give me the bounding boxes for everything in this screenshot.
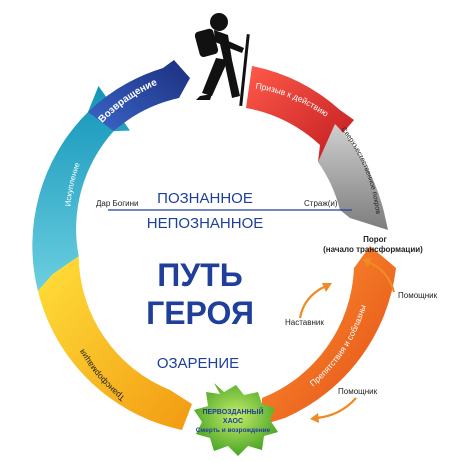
helper-bottom-label: Помощник: [338, 387, 378, 396]
known-label: ПОЗНАННОЕ: [157, 190, 253, 207]
chaos-label-line3: Смерть и возрождение: [196, 427, 271, 434]
title-line2: ГЕРОЯ: [146, 295, 254, 331]
helper-top-label: Помощник: [398, 291, 438, 300]
helper-top-arrow: [367, 260, 396, 293]
chaos-label-line1: ПЕРВОЗДАННЫЙ: [202, 407, 263, 416]
threshold-label-line2: (начало трансформации): [323, 245, 423, 254]
mentor-arrow: [298, 284, 327, 319]
insight-label: ОЗАРЕНИЕ: [157, 355, 239, 372]
helper-bottom-arrow: [315, 397, 357, 420]
stage-segment-atonement: [32, 86, 130, 291]
stage-segment-trials: [262, 246, 396, 425]
stage-segment-return: [88, 60, 190, 132]
chaos-star: [194, 383, 278, 456]
stage-segment-call: [246, 66, 354, 162]
helper-bottom-arrow-head: [310, 413, 319, 423]
helper-top-arrow-head: [362, 258, 372, 267]
guardian-label: Страж(и): [304, 199, 338, 208]
stage-segment-supernatural: [318, 124, 388, 230]
chaos-label-line2: ХАОС: [223, 418, 243, 425]
hiker-icon: [194, 13, 250, 107]
stage-segment-transformation: [37, 256, 193, 430]
mentor-label: Наставник: [285, 318, 324, 327]
mentor-arrow-head: [322, 283, 332, 292]
unknown-label: НЕПОЗНАННОЕ: [147, 215, 264, 232]
title-line1: ПУТЬ: [157, 257, 242, 293]
threshold-label-line1: Порог: [363, 235, 387, 244]
gift-label: Дар Богини: [96, 199, 139, 208]
